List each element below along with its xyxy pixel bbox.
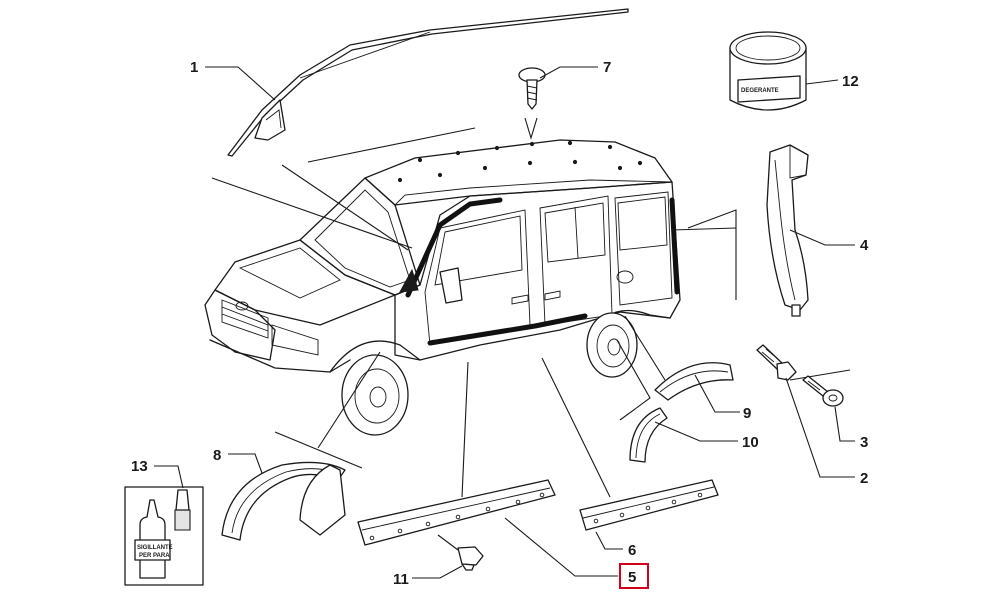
part-8-front-wheel-arch (221, 461, 346, 541)
sill-fixing-holes (369, 492, 545, 541)
callout-13: 13 (131, 458, 148, 475)
callout-11: 11 (393, 571, 409, 588)
part-13-sealant-kit: SIGILLANTE PER PARA (124, 486, 204, 586)
bottle-label-line1: SIGILLANTE (137, 545, 173, 551)
callout-9: 9 (743, 405, 751, 422)
bottle-label-line2: PER PARA (139, 553, 170, 559)
callout-5-highlight-box (619, 563, 649, 589)
callout-7: 7 (603, 59, 611, 76)
jar-label: DEGERANTE (741, 88, 779, 94)
guide-lines (211, 117, 851, 498)
callout-1: 1 (190, 59, 198, 76)
part-3-bolt (802, 375, 844, 407)
part-2-stud (756, 344, 797, 381)
callout-4: 4 (860, 237, 869, 254)
roof-fixing-dots (397, 140, 643, 183)
callout-3: 3 (860, 434, 868, 451)
callout-10: 10 (742, 434, 759, 451)
callout-8: 8 (213, 447, 221, 464)
side-door-seal (427, 313, 588, 346)
part-1-windscreen-moulding (227, 8, 629, 157)
part-12-degreaser-jar: DEGERANTE (729, 31, 807, 111)
rear-pillar-seal (669, 197, 680, 295)
van-illustration (204, 139, 681, 436)
callout-12: 12 (842, 73, 859, 90)
part-7-push-clip (518, 67, 546, 110)
part-10-wheel-arch-moulding (629, 407, 668, 463)
leader-lines (154, 66, 855, 579)
rear-wheel (586, 312, 638, 378)
front-wheel (341, 354, 409, 436)
callout-numbers: 1 7 12 4 9 3 10 2 8 13 6 11 5 (131, 59, 869, 589)
part-4-rear-pillar-trim (766, 144, 809, 317)
part-6-rear-sill-moulding (579, 479, 719, 531)
callout-6: 6 (628, 542, 636, 559)
part-9-wheel-arch-moulding (654, 362, 734, 401)
front-grille (221, 299, 319, 356)
part-11-clip (437, 534, 484, 571)
callout-5: 5 (628, 569, 636, 586)
windscreen-pillar-seal (405, 197, 503, 298)
callout-2: 2 (860, 470, 868, 487)
part-5-sill-moulding (357, 479, 556, 546)
